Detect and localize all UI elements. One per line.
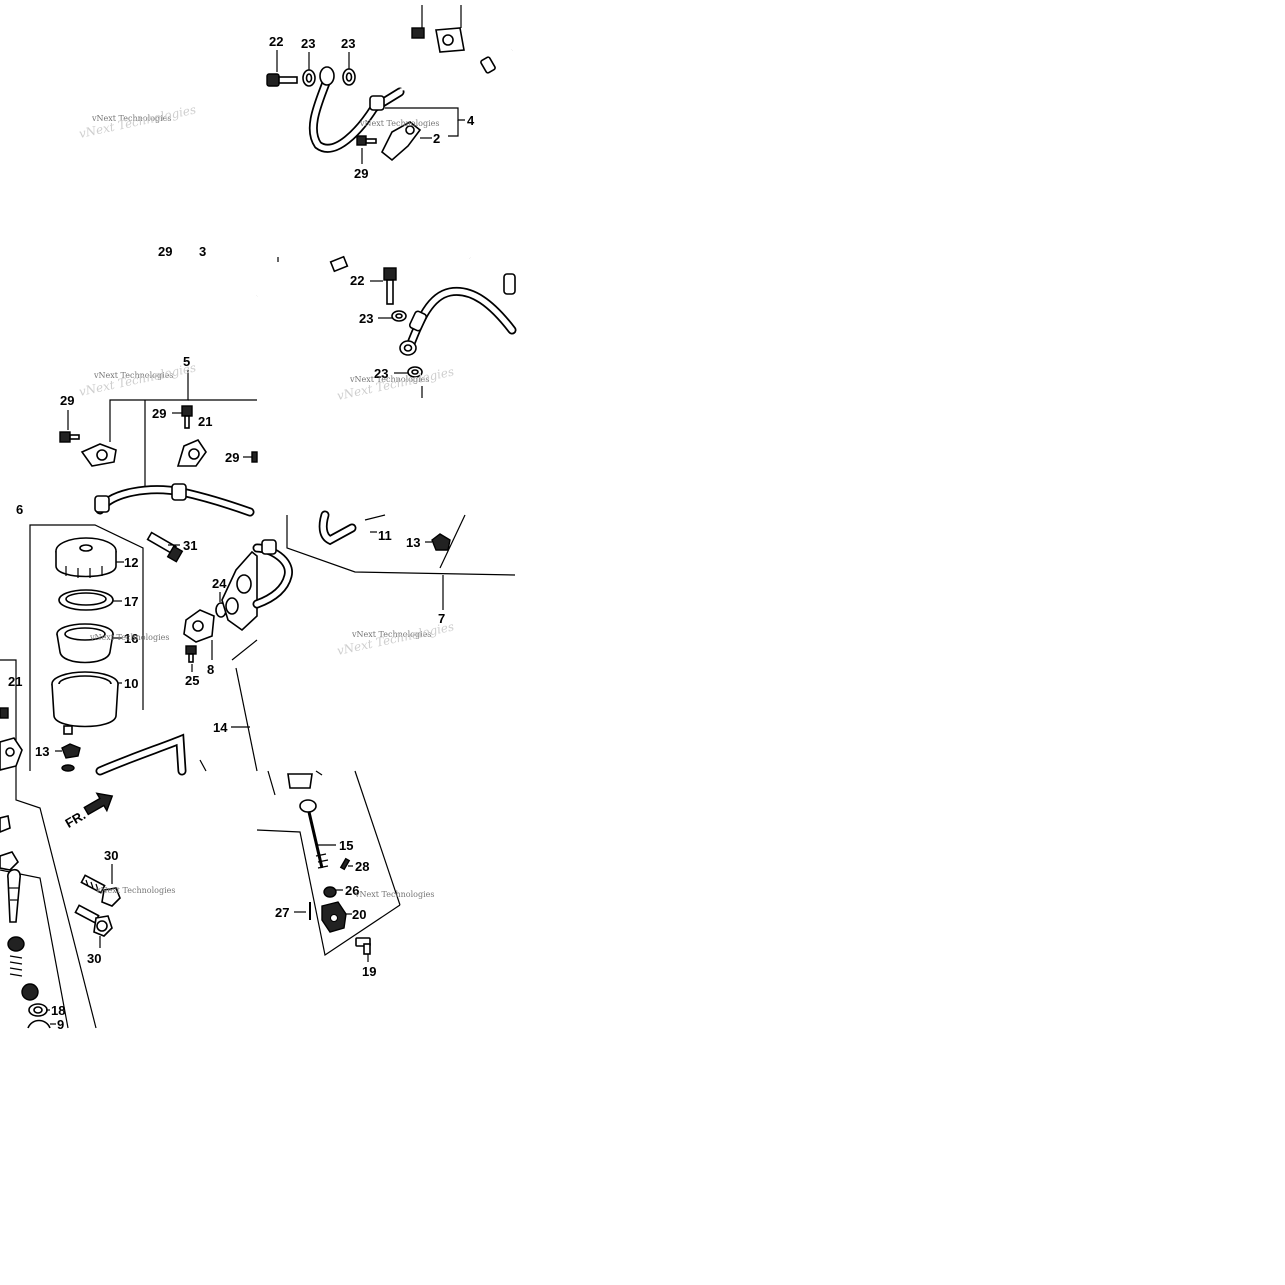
tile-brake-rod-assembly: 15 28 26 27 20 19 vNext Technologies xyxy=(256,770,434,979)
front-direction-arrow: FR. xyxy=(62,792,114,831)
callout-3: 3 xyxy=(199,244,206,259)
callout-31: 31 xyxy=(183,538,197,553)
callout-27: 27 xyxy=(275,905,289,920)
callout-21: 21 xyxy=(198,414,212,429)
callout-13: 13 xyxy=(406,535,420,550)
watermark: vNext Technologies xyxy=(351,630,431,639)
callout-26: 26 xyxy=(345,883,359,898)
callout-17: 17 xyxy=(124,594,138,609)
callout-20: 20 xyxy=(352,907,366,922)
callout-16: 16 xyxy=(124,631,138,646)
callout-8: 8 xyxy=(207,662,214,677)
callout-13: 13 xyxy=(35,744,49,759)
tile-watermark-top-left: vNext Technologies vNext Technologies xyxy=(78,102,198,140)
callout-9: 9 xyxy=(57,1017,64,1032)
watermark: vNext Technologies xyxy=(349,375,429,384)
callout-5: 5 xyxy=(183,354,190,369)
callout-12: 12 xyxy=(124,555,138,570)
callout-4: 4 xyxy=(467,113,475,128)
callout-23: 23 xyxy=(341,36,355,51)
callout-7: 7 xyxy=(438,611,445,626)
callout-22: 22 xyxy=(350,273,364,288)
callout-29: 29 xyxy=(354,166,368,181)
watermark: vNext Technologies xyxy=(359,119,439,128)
callout-6: 6 xyxy=(16,502,23,517)
tile-front-hose-joint: 22 23 23 vNext Technologies vNext Techno… xyxy=(256,255,517,403)
watermark: vNext Technologies xyxy=(95,886,175,895)
callout-24: 24 xyxy=(212,576,227,591)
tile-master-cylinder-internals: FR. 18 9 30 30 vNext Technologies xyxy=(0,771,175,1032)
tile-master-cylinder-reservoir: 6 12 17 16 10 31 24 xyxy=(0,502,258,776)
callout-29: 29 xyxy=(158,244,172,259)
callout-28: 28 xyxy=(355,859,369,874)
callout-29: 29 xyxy=(60,393,74,408)
tile-front-hose-clamps: 29 3 5 29 29 21 29 vNext Technologies vN… xyxy=(59,244,258,517)
callout-23: 23 xyxy=(301,36,315,51)
callout-23: 23 xyxy=(359,311,373,326)
watermark: vNext Technologies xyxy=(91,114,171,123)
front-direction-label: FR. xyxy=(62,807,88,830)
callout-25: 25 xyxy=(185,673,199,688)
tile-rear-brake-hose: 22 23 23 4 2 29 vNext Technologies xyxy=(266,5,513,181)
callout-29: 29 xyxy=(152,406,166,421)
callout-22: 22 xyxy=(269,34,283,49)
callout-10: 10 xyxy=(124,676,138,691)
watermark: vNext Technologies xyxy=(354,890,434,899)
tile-hose-clamp-assembly: 11 13 7 vNext Technologies vNext Technol… xyxy=(252,510,516,658)
callout-2: 2 xyxy=(433,131,440,146)
callout-19: 19 xyxy=(362,964,376,979)
callout-11: 11 xyxy=(378,528,392,543)
watermark: vNext Technologies xyxy=(93,371,173,380)
callout-18: 18 xyxy=(51,1003,65,1018)
callout-14: 14 xyxy=(213,720,228,735)
callout-30: 30 xyxy=(87,951,101,966)
watermark: vNext Technologies xyxy=(89,633,169,642)
callout-23: 23 xyxy=(374,366,388,381)
callout-21: 21 xyxy=(8,674,22,689)
callout-30: 30 xyxy=(104,848,118,863)
callout-29: 29 xyxy=(225,450,239,465)
callout-15: 15 xyxy=(339,838,353,853)
